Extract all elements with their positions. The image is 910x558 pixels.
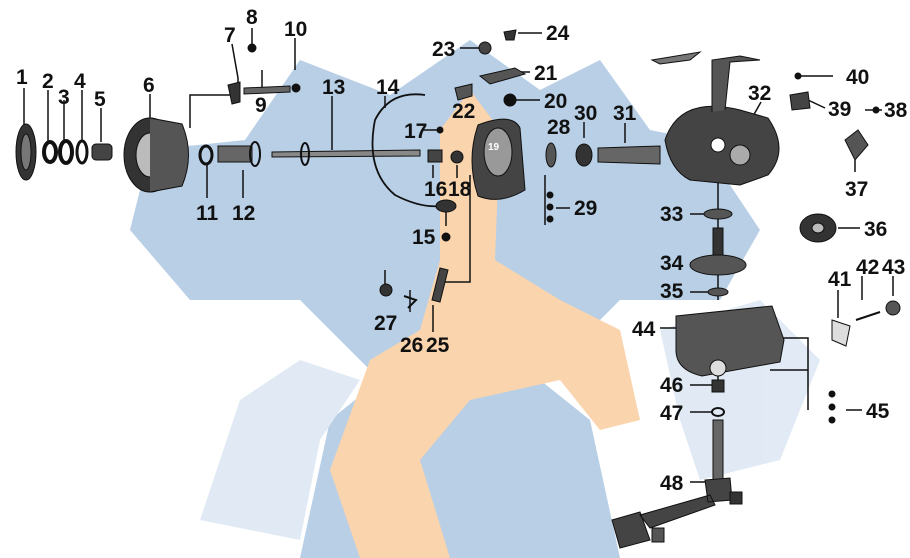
part-20-roller bbox=[503, 93, 517, 107]
callout-16: 16 bbox=[424, 178, 447, 201]
part-47-washer bbox=[711, 407, 725, 417]
part-14-bail-wire bbox=[371, 93, 441, 208]
callout-9: 9 bbox=[255, 94, 267, 117]
part-25-lever bbox=[431, 267, 449, 303]
callout-20: 20 bbox=[544, 90, 567, 113]
part-13-main-shaft bbox=[271, 149, 421, 158]
callout-12: 12 bbox=[232, 202, 255, 225]
callout-37: 37 bbox=[845, 178, 868, 201]
part-10-screw bbox=[291, 83, 301, 93]
callout-4: 4 bbox=[74, 70, 86, 93]
callout-44: 44 bbox=[632, 318, 656, 341]
callout-10: 10 bbox=[284, 18, 307, 41]
callout-14: 14 bbox=[376, 76, 400, 99]
callout-35: 35 bbox=[660, 280, 684, 303]
part-46-bushing bbox=[711, 379, 725, 393]
callout-27: 27 bbox=[374, 312, 397, 335]
part-28-flange bbox=[545, 142, 557, 168]
watermark-lightblue-shape bbox=[200, 360, 360, 540]
part-4-washer bbox=[75, 139, 89, 165]
part-23-nut bbox=[478, 41, 492, 55]
callout-19: 19 bbox=[488, 142, 500, 153]
callout-28: 28 bbox=[547, 116, 571, 139]
callout-29: 29 bbox=[574, 197, 597, 220]
watermark-orange-shape bbox=[330, 90, 640, 558]
part-18-nut bbox=[450, 150, 464, 164]
callout-43: 43 bbox=[882, 256, 905, 279]
callout-45: 45 bbox=[866, 400, 890, 423]
part-35-washer bbox=[707, 287, 729, 297]
callout-18: 18 bbox=[448, 178, 472, 201]
part-11-ring bbox=[198, 144, 214, 166]
part-29-screw-b bbox=[546, 203, 554, 211]
part-43-knob bbox=[885, 300, 901, 316]
callout-2: 2 bbox=[42, 70, 54, 93]
part-40-screw bbox=[794, 72, 802, 80]
callout-34: 34 bbox=[660, 252, 684, 275]
part-7-pin bbox=[227, 81, 241, 105]
callout-3: 3 bbox=[58, 86, 70, 109]
part-31-pinion bbox=[597, 145, 661, 165]
callout-22: 22 bbox=[452, 100, 475, 123]
part-45-screw-c bbox=[828, 416, 836, 424]
part-3-washer bbox=[58, 139, 74, 165]
callout-21: 21 bbox=[534, 62, 558, 85]
callout-26: 26 bbox=[400, 334, 423, 357]
callout-25: 25 bbox=[426, 334, 450, 357]
part-34-gear bbox=[689, 254, 747, 276]
callout-41: 41 bbox=[828, 268, 852, 291]
callout-24: 24 bbox=[546, 22, 570, 45]
part-24-screw bbox=[503, 29, 517, 41]
part-38-pin bbox=[872, 106, 880, 114]
callout-1: 1 bbox=[16, 66, 28, 89]
part-42-spring bbox=[855, 311, 881, 321]
callout-6: 6 bbox=[143, 74, 155, 97]
part-16-clip bbox=[427, 149, 443, 163]
callout-15: 15 bbox=[412, 226, 436, 249]
part-29-screw-a bbox=[546, 191, 554, 199]
callout-5: 5 bbox=[94, 88, 106, 111]
part-5-spring bbox=[91, 143, 113, 161]
callout-47: 47 bbox=[660, 402, 683, 425]
callout-46: 46 bbox=[660, 374, 683, 397]
part-26-spring bbox=[403, 295, 418, 309]
part-17-screw bbox=[436, 126, 444, 134]
part-44-side-plate bbox=[675, 305, 785, 377]
callout-38: 38 bbox=[884, 99, 908, 122]
callout-13: 13 bbox=[322, 76, 345, 99]
part-41-clip bbox=[831, 319, 851, 347]
callout-11: 11 bbox=[196, 202, 219, 225]
callout-7: 7 bbox=[224, 24, 236, 47]
part-37-arm bbox=[844, 129, 869, 161]
part-33-washer bbox=[703, 208, 733, 220]
callout-33: 33 bbox=[660, 203, 683, 226]
callout-23: 23 bbox=[432, 38, 455, 61]
part-9-shaft bbox=[243, 85, 291, 95]
callout-8: 8 bbox=[246, 6, 258, 29]
part-30-bearing bbox=[575, 143, 593, 167]
callout-17: 17 bbox=[404, 120, 427, 143]
part-8-screw bbox=[247, 43, 257, 53]
part-29-screw-c bbox=[546, 215, 554, 223]
part-45-screw-b bbox=[828, 403, 836, 411]
part-12-sleeve bbox=[217, 145, 253, 163]
part-2-washer bbox=[42, 140, 58, 164]
callout-36: 36 bbox=[864, 218, 887, 241]
callout-31: 31 bbox=[613, 102, 637, 125]
part-22-bracket bbox=[454, 83, 473, 101]
callout-48: 48 bbox=[660, 472, 684, 495]
callout-39: 39 bbox=[828, 98, 851, 121]
part-21-arm bbox=[478, 67, 527, 85]
callout-42: 42 bbox=[856, 256, 879, 279]
part-45-screw-a bbox=[828, 390, 836, 398]
callout-30: 30 bbox=[574, 102, 597, 125]
part-15-screw bbox=[441, 232, 451, 242]
part-39-cap bbox=[789, 91, 811, 111]
part-27-screw bbox=[379, 283, 393, 297]
callout-32: 32 bbox=[748, 82, 771, 105]
callout-40: 40 bbox=[846, 66, 869, 89]
